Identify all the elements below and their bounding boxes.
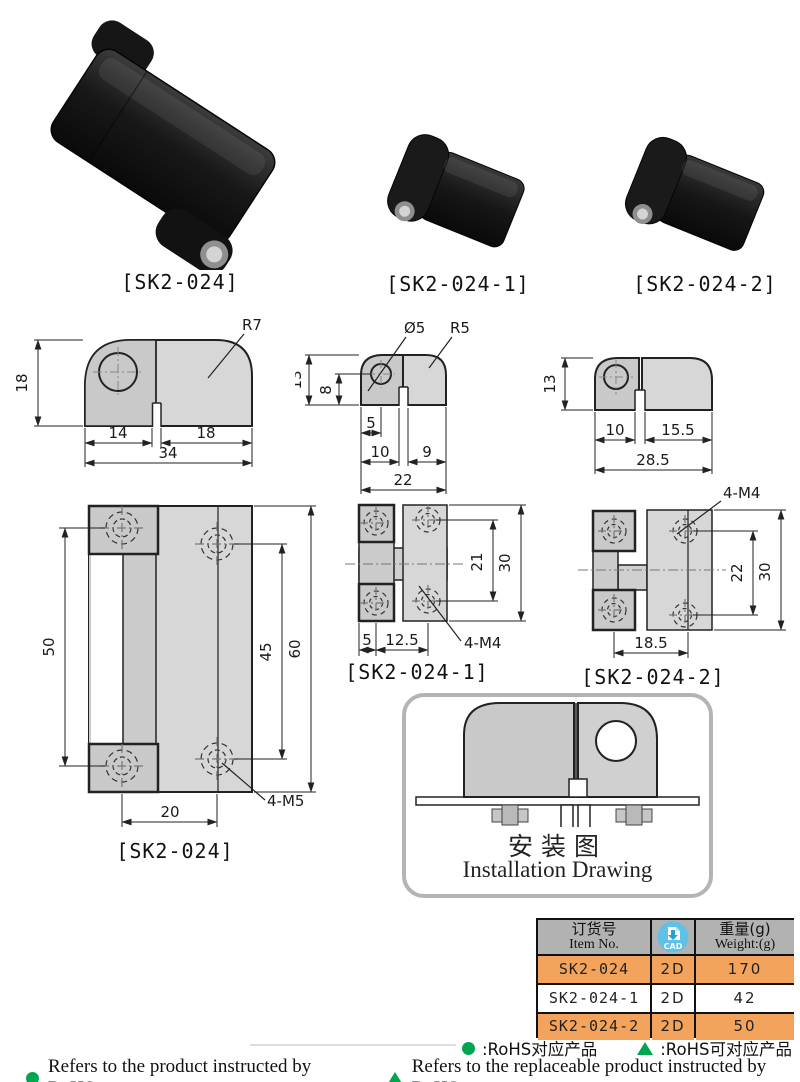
svg-text:CAD: CAD bbox=[664, 942, 683, 951]
installation-title-en: Installation Drawing bbox=[462, 857, 653, 882]
rohs-triangle-icon bbox=[637, 1041, 654, 1055]
dim-label: 28.5 bbox=[636, 451, 669, 469]
drawing-part-label: [SK2-024-2] bbox=[581, 665, 724, 689]
product-label-sk2-024: [SK2-024] bbox=[121, 270, 239, 294]
mount-holes bbox=[360, 504, 444, 619]
dim-label: 22 bbox=[393, 471, 412, 489]
dim-label: 20 bbox=[160, 803, 179, 821]
installation-diagram bbox=[415, 702, 700, 827]
dim-label: 10 bbox=[370, 443, 389, 461]
pivot-hole bbox=[595, 720, 637, 762]
table-row-cad: 2D bbox=[652, 1014, 694, 1040]
rohs-legend-en-tri-text: Refers to the replaceable product instru… bbox=[411, 1056, 767, 1082]
thread-label: 4-M5 bbox=[267, 792, 304, 810]
rohs-triangle-icon bbox=[386, 1071, 403, 1082]
drawing-part-label: [SK2-024-1] bbox=[345, 660, 488, 684]
table-row-weight: 50 bbox=[696, 1014, 794, 1040]
dim-label: 34 bbox=[158, 444, 177, 462]
drawing-part-label: [SK2-024] bbox=[116, 839, 233, 863]
dim-label: R5 bbox=[450, 319, 470, 337]
product-photo-sk2-024-1 bbox=[387, 134, 525, 248]
hinge-photo-small-1 bbox=[387, 134, 525, 248]
dim-label: 22 bbox=[728, 563, 746, 582]
col-header-item: 订货号 Item No. bbox=[538, 920, 650, 954]
table-row-item: SK2-024-1 bbox=[538, 985, 650, 1012]
dim-label: 5 bbox=[366, 414, 376, 432]
technical-drawing-sk2-024-1-side: 13 8 Ø5 R5 5 10 9 22 bbox=[295, 319, 470, 494]
cad-icon: CAD bbox=[657, 921, 689, 953]
dim-label: 5 bbox=[362, 631, 372, 649]
table-row-item: SK2-024-2 bbox=[538, 1014, 650, 1040]
rohs-legend-zh: :RoHS对应产品 :RoHS可对应产品 bbox=[461, 1036, 792, 1060]
dimensions bbox=[34, 333, 253, 467]
dim-label: 12.5 bbox=[385, 631, 418, 649]
table-row-item: SK2-024 bbox=[538, 956, 650, 983]
dim-label: 45 bbox=[257, 642, 275, 661]
table-row-weight: 42 bbox=[696, 985, 794, 1012]
dimensions bbox=[613, 500, 786, 658]
part-outline bbox=[84, 339, 253, 428]
rohs-legend-en: Refers to the product instructed by RoHS… bbox=[26, 1056, 792, 1082]
installation-drawing-box: 安装图 Installation Drawing bbox=[402, 693, 713, 898]
dimensions bbox=[305, 336, 453, 494]
technical-drawing-sk2-024-2-plan: 4-M4 22 30 18.5 [SK2-024-2] bbox=[578, 484, 786, 689]
rohs-legend-en-dot-text: Refers to the product instructed by RoHS bbox=[48, 1056, 312, 1082]
technical-drawing-sk2-024-2-side: 13 10 15.5 28.5 bbox=[543, 357, 713, 474]
bolt-right bbox=[615, 804, 653, 826]
thread-label: 4-M4 bbox=[464, 634, 501, 652]
part-outline bbox=[594, 357, 713, 411]
technical-drawing-sk2-024-side: 18 14 18 34 R7 bbox=[14, 316, 262, 467]
dim-label: 13 bbox=[295, 370, 305, 389]
product-photo-sk2-024-2 bbox=[624, 136, 765, 251]
installation-title-zh: 安装图 bbox=[507, 832, 607, 861]
dim-label: 13 bbox=[543, 374, 559, 393]
dim-label: 60 bbox=[286, 639, 304, 658]
dim-label: 30 bbox=[496, 553, 514, 572]
technical-drawing-sk2-024-1-plan: 21 30 5 12.5 4-M4 [SK2-024-1] bbox=[345, 503, 526, 684]
col-header-weight: 重量(g) Weight:(g) bbox=[696, 920, 794, 954]
table-row-weight: 170 bbox=[696, 956, 794, 983]
part-outline bbox=[87, 504, 253, 794]
spec-table: 订货号 Item No. CAD 重量(g) Weight:(g) SK2-02… bbox=[536, 918, 794, 1040]
col-header-cad: CAD bbox=[652, 920, 694, 954]
hinge-photo-large bbox=[50, 20, 276, 270]
dim-label: Ø5 bbox=[404, 319, 425, 337]
product-label-sk2-024-1: [SK2-024-1] bbox=[386, 272, 530, 296]
dim-label: 18.5 bbox=[634, 634, 667, 652]
rohs-dot-icon bbox=[461, 1041, 475, 1055]
part-outline bbox=[578, 509, 726, 632]
thread-label: 4-M4 bbox=[723, 484, 760, 502]
dim-label: 10 bbox=[605, 421, 624, 439]
dim-label: 8 bbox=[317, 385, 335, 395]
rohs-dot-icon bbox=[26, 1071, 39, 1082]
bolt-left bbox=[491, 804, 529, 826]
dim-label: 18 bbox=[14, 373, 31, 392]
technical-drawing-sk2-024-plan: 50 45 60 20 4-M5 [SK2-024] bbox=[40, 504, 316, 863]
dim-label: 18 bbox=[196, 424, 215, 442]
dimensions bbox=[561, 357, 713, 474]
dim-label: 15.5 bbox=[661, 421, 694, 439]
dimensions bbox=[358, 504, 526, 656]
dim-label: R7 bbox=[242, 316, 262, 334]
table-row-cad: 2D bbox=[652, 956, 694, 983]
dimensions bbox=[59, 505, 316, 827]
dim-label: 50 bbox=[40, 637, 58, 656]
rohs-legend-zh-dot-text: :RoHS对应产品 bbox=[481, 1040, 598, 1059]
product-photo-sk2-024 bbox=[50, 20, 276, 270]
dim-label: 14 bbox=[108, 424, 127, 442]
mount-holes bbox=[100, 506, 239, 788]
dim-label: 21 bbox=[468, 552, 486, 571]
dim-label: 30 bbox=[756, 562, 774, 581]
hinge-photo-small-2 bbox=[624, 136, 765, 251]
product-label-sk2-024-2: [SK2-024-2] bbox=[633, 272, 777, 296]
dim-label: 9 bbox=[422, 443, 432, 461]
part-outline bbox=[360, 354, 447, 408]
divider-line bbox=[250, 1044, 456, 1046]
rohs-legend-zh-tri-text: :RoHS可对应产品 bbox=[660, 1040, 792, 1059]
table-row-cad: 2D bbox=[652, 985, 694, 1012]
